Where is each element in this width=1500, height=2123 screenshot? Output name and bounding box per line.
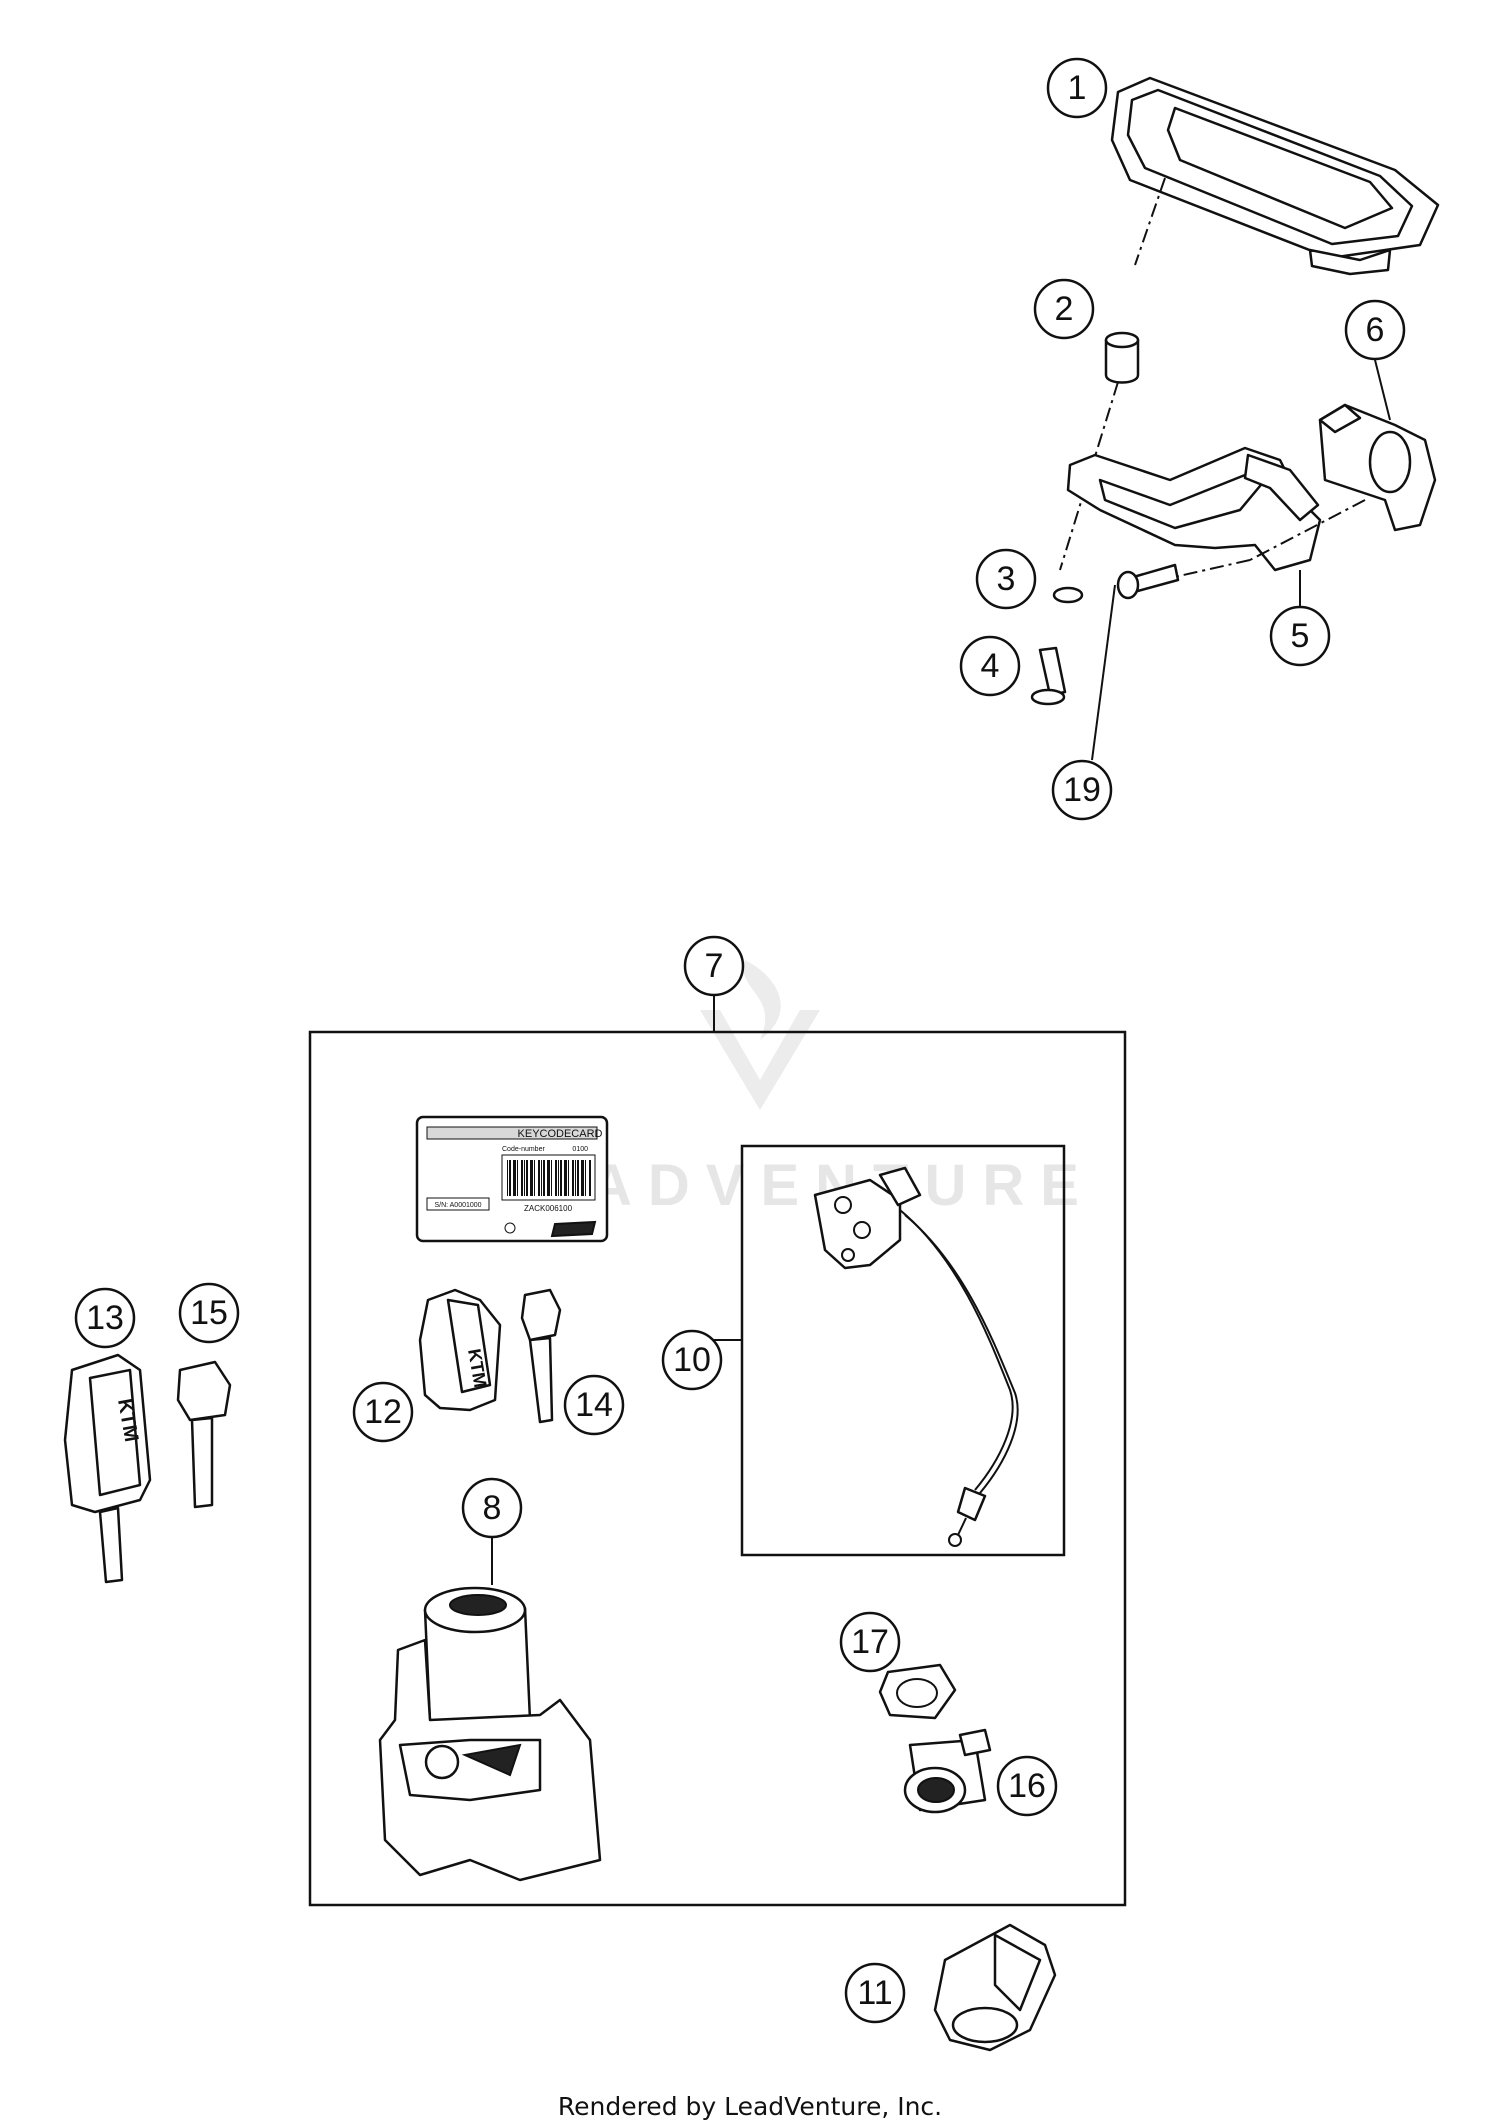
keycodecard-barcode-text: ZACK006100 [524,1204,573,1213]
callout-14: 14 [563,1374,625,1436]
svg-text:15: 15 [190,1294,228,1332]
svg-text:16: 16 [1008,1767,1046,1805]
barcode-stripe [564,1160,567,1196]
part-3-washer [1052,586,1084,604]
watermark: ADVENTURE [590,960,1079,1218]
barcode-stripe [558,1160,559,1196]
barcode-stripe [530,1160,533,1196]
barcode-stripe [507,1160,508,1196]
svg-text:3: 3 [997,560,1016,598]
part-11-cover [933,1923,1057,2052]
barcode-stripe [538,1160,540,1196]
svg-text:14: 14 [575,1386,613,1424]
svg-text:2: 2 [1055,290,1074,328]
barcode [507,1160,591,1196]
keycodecard-serial: S/N: A0001000 [434,1202,481,1209]
callout-19: 19 [1051,759,1113,821]
barcode-stripe [555,1160,557,1196]
barcode-stripe [585,1160,586,1196]
part-13-remote-key: KTM [63,1353,152,1584]
svg-text:10: 10 [673,1341,711,1379]
svg-text:8: 8 [483,1489,502,1527]
part-19-screw [1116,563,1180,600]
svg-text:1: 1 [1068,69,1087,107]
part-8-ignition-lock [378,1586,602,1882]
callout-16: 16 [996,1755,1058,1817]
barcode-stripe [572,1160,574,1196]
callout-6: 6 [1344,299,1406,361]
callout-17: 17 [839,1611,901,1673]
barcode-stripe [513,1160,516,1196]
part-4-bolt [1030,646,1067,706]
barcode-stripe [589,1160,591,1196]
barcode-stripe [551,1160,552,1196]
barcode-stripe [575,1160,576,1196]
part-10-cable [813,1166,1019,1547]
callout-11: 11 [844,1962,906,2024]
barcode-stripe [509,1160,511,1196]
callout-10: 10 [661,1329,723,1391]
part-6-clamp [1318,403,1437,532]
footer-credit: Rendered by LeadVenture, Inc. [557,2092,943,2121]
part-14-key [520,1288,562,1424]
svg-text:12: 12 [364,1393,402,1431]
barcode-stripe [547,1160,550,1196]
svg-text:17: 17 [851,1623,889,1661]
svg-text:5: 5 [1291,617,1310,655]
keycodecard-title: KEYCODECARD [518,1128,603,1140]
callout-4: 4 [959,635,1021,697]
barcode-stripe [521,1160,523,1196]
svg-text:13: 13 [86,1299,124,1337]
part-5-bracket [1066,446,1322,572]
callout-7: 7 [683,935,745,997]
part-10-frame [740,1144,1066,1557]
keycodecard-code-label: Code-number [502,1146,545,1153]
barcode-stripe [543,1160,545,1196]
barcode-stripe [534,1160,535,1196]
part-12-remote-key: KTM [418,1288,502,1412]
part-1-dashboard [1110,76,1440,276]
barcode-stripe [541,1160,542,1196]
callout-15: 15 [178,1282,240,1344]
callout-5: 5 [1269,605,1331,667]
keycodecard-code-value: 0100 [572,1146,588,1153]
callout-8: 8 [461,1477,523,1539]
svg-text:7: 7 [705,947,724,985]
callout-13: 13 [74,1287,136,1349]
svg-text:19: 19 [1063,771,1101,809]
part-2-bushing [1104,331,1140,384]
barcode-stripe [524,1160,525,1196]
callout-2: 2 [1033,278,1095,340]
part-16-lock-cylinder [903,1728,992,1814]
svg-text:4: 4 [981,647,1000,685]
barcode-stripe [517,1160,518,1196]
svg-text:11: 11 [857,1974,892,2012]
kit-box-7 [308,1030,1127,1907]
barcode-stripe [577,1160,579,1196]
barcode-stripe [560,1160,562,1196]
svg-text:6: 6 [1366,311,1385,349]
part-15-key [176,1360,232,1509]
keycodecard: KEYCODECARD Code-number 0100 ZACK006100 … [415,1115,609,1243]
callout-3: 3 [975,548,1037,610]
part-17-nut [878,1663,957,1720]
barcode-stripe [568,1160,569,1196]
callout-1: 1 [1046,57,1108,119]
callout-12: 12 [352,1381,414,1443]
barcode-stripe [581,1160,584,1196]
barcode-stripe [526,1160,528,1196]
